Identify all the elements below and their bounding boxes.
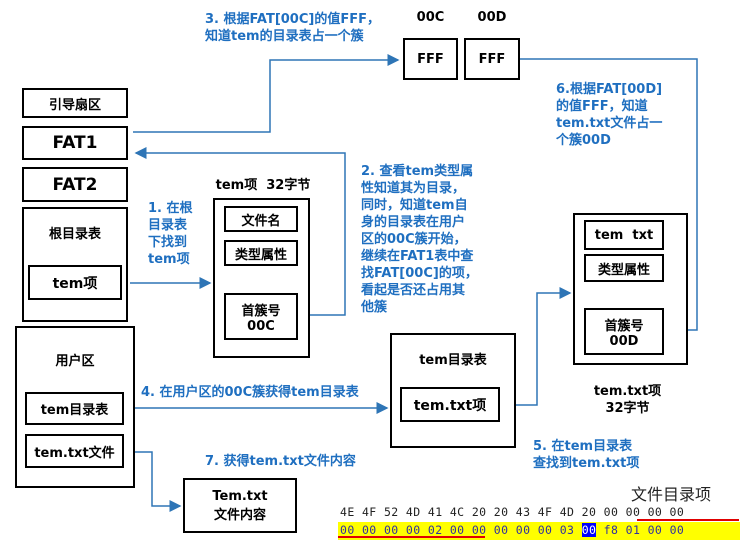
tem-dir-txt-item: tem.txt项	[400, 387, 500, 422]
root-tem-item: tem项	[28, 265, 122, 300]
hex-row-2: 00 00 00 00 02 00 00 00 00 00 03 00 f8 0…	[338, 522, 740, 540]
user-tem-file: tem.txt文件	[25, 434, 124, 468]
fat-col-00c: 00C	[416, 10, 445, 25]
arrow-file-to-content	[124, 451, 182, 512]
txt-caption-2: 32字节	[605, 401, 650, 416]
tem-name: 文件名	[224, 206, 298, 232]
txt-cluster-value: 00D	[609, 333, 639, 349]
txt-type: 类型属性	[584, 254, 664, 282]
txt-cluster-label: 首簇号	[604, 318, 644, 334]
tem-cluster-value: 00C	[247, 318, 275, 334]
underline-1	[637, 519, 739, 521]
file-content: Tem.txt 文件内容	[183, 478, 297, 533]
boot-sector: 引导扇区	[22, 88, 128, 118]
root-dir: 根目录表	[22, 207, 128, 322]
step-2: 2. 查看tem类型属性知道其为目录，同时，知道tem自身的目录表在用户区的00…	[361, 164, 478, 315]
hex-cursor[interactable]: 00	[581, 523, 597, 537]
step-4: 4. 在用户区的00C簇获得tem目录表	[141, 385, 359, 400]
step-5: 5. 在tem目录表查找到tem.txt项	[533, 439, 640, 471]
tem-type: 类型属性	[224, 240, 298, 266]
arrow-fat1-to-fff	[133, 54, 400, 133]
file-content-line2: 文件内容	[213, 507, 266, 523]
txt-entry-caption: tem.txt项 32字节	[580, 383, 675, 417]
fat1: FAT1	[22, 126, 128, 160]
fat-col-00d: 00D	[477, 10, 507, 25]
txt-name: tem txt	[584, 220, 664, 250]
fat-00c-value: FFF	[403, 38, 458, 80]
arrow-txtitem-to-entry	[500, 287, 572, 406]
user-area-label: 用户区	[55, 354, 95, 369]
arrow-cluster-to-fat1	[134, 147, 346, 316]
tem-cluster-label: 首簇号	[241, 303, 281, 319]
user-tem-dir: tem目录表	[25, 392, 124, 425]
fat-00d-value: FFF	[464, 38, 520, 80]
step-3: 3. 根据FAT[00C]的值FFF，知道tem的目录表占一个簇	[205, 12, 380, 44]
txt-caption-1: tem.txt项	[593, 384, 662, 399]
file-content-line1: Tem.txt	[212, 488, 268, 504]
hex-row-1: 4E 4F 52 4D 41 4C 20 20 43 4F 4D 20 00 0…	[340, 505, 685, 519]
root-dir-label: 根目录表	[48, 227, 101, 242]
step-7: 7. 获得tem.txt文件内容	[205, 454, 356, 469]
fat2: FAT2	[22, 167, 128, 202]
tem-dir-title: tem目录表	[419, 353, 487, 368]
tem-entry-title: tem项 32字节	[215, 178, 311, 193]
underline-2	[338, 536, 485, 538]
hex-title: 文件目录项	[631, 485, 712, 504]
